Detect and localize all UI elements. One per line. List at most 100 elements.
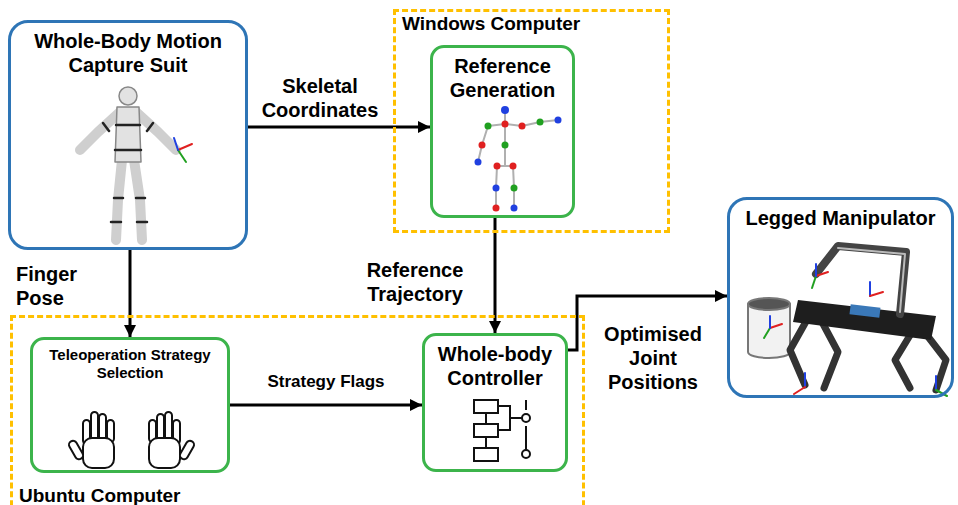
computer-region: Windows ComputerReference Generation: [393, 9, 670, 233]
axis-x: [770, 324, 782, 328]
connector-arrow: [129, 250, 132, 337]
edge-label: Finger Pose: [16, 262, 116, 310]
figure-leg: [134, 160, 142, 240]
strap: [103, 123, 109, 131]
icon-block: [474, 424, 498, 437]
axis-y: [178, 150, 186, 162]
strap: [115, 149, 141, 152]
edge-label: Optimised Joint Positions: [592, 322, 714, 394]
robot-payload: [850, 304, 881, 318]
axis-z: [869, 282, 871, 296]
suit-figure: [80, 87, 192, 240]
input-device-box: Whole-Body Motion Capture Suit: [8, 20, 248, 250]
cup-top: [748, 298, 790, 310]
icon-line: [525, 400, 527, 410]
thumb: [68, 439, 85, 460]
strap: [111, 221, 121, 224]
axis-z: [935, 376, 937, 390]
icon-line: [485, 437, 487, 448]
icon-line: [485, 413, 487, 424]
icon-block: [474, 448, 498, 461]
skeleton-joints: [475, 106, 562, 212]
joint: [502, 142, 509, 149]
box-title: Legged Manipulator: [730, 200, 951, 230]
connector-arrow: [230, 404, 422, 407]
joint: [511, 205, 518, 212]
axis-z: [174, 138, 178, 150]
joint: [493, 185, 500, 192]
icon-line: [525, 426, 527, 450]
strap: [137, 221, 147, 224]
process-box: Reference Generation: [430, 45, 575, 218]
robot-box: Legged Manipulator: [727, 197, 954, 398]
axis-x: [870, 292, 883, 296]
joint: [537, 119, 544, 126]
connector-arrow: [248, 126, 430, 129]
edge-label: Strategy Flags: [236, 372, 416, 392]
axis-x: [816, 272, 828, 276]
joint: [555, 117, 562, 124]
skeleton-figure: [478, 110, 558, 208]
joint: [511, 185, 518, 192]
figure-leg: [116, 160, 122, 240]
joint: [494, 163, 501, 170]
strap: [147, 123, 153, 131]
arm-highlight: [838, 248, 905, 312]
joint: [510, 163, 517, 170]
controller-icon: [474, 400, 530, 461]
robot-illustration: [748, 246, 947, 396]
axis-z: [769, 316, 771, 328]
figure-torso: [115, 107, 141, 162]
icon-node: [522, 450, 530, 458]
icon-block: [474, 400, 498, 413]
axis-z: [804, 373, 806, 387]
icon-node: [522, 414, 530, 422]
bone: [504, 110, 506, 165]
robot-arm: [816, 246, 906, 314]
cup: [748, 298, 790, 358]
robot-body: [793, 300, 936, 340]
box-title: Teleoperation Strategy Selection: [33, 340, 227, 382]
box-title: Whole-Body Motion Capture Suit: [11, 23, 245, 77]
joint: [493, 205, 500, 212]
strap: [116, 124, 140, 127]
axis-y: [764, 328, 770, 338]
axis-y: [812, 276, 816, 288]
region-heading: Windows Computer: [396, 12, 667, 36]
figure-head: [119, 87, 137, 105]
leg: [926, 334, 946, 390]
joint: [485, 123, 492, 130]
region-heading: Ubuntu Computer: [13, 484, 186, 505]
box-title: Reference Generation: [433, 48, 572, 102]
joint: [502, 121, 509, 128]
axis-z: [815, 264, 817, 276]
arm-link: [838, 248, 905, 312]
edge-label: Reference Trajectory: [350, 258, 480, 306]
leg: [822, 322, 838, 388]
computer-region: Ubuntu Computer Teleoperation Strategy Se…: [10, 315, 585, 505]
process-box: Teleoperation Strategy Selection: [30, 337, 230, 473]
figure-arm: [80, 112, 120, 150]
joint: [519, 123, 526, 130]
joint: [475, 159, 482, 166]
arm-link: [816, 246, 906, 314]
leg: [895, 332, 912, 388]
figure-straps: [103, 123, 153, 222]
strap: [136, 197, 145, 200]
hand-frame: [174, 138, 192, 162]
axis-x: [178, 144, 192, 150]
hand-icon: [149, 412, 195, 468]
palm: [149, 438, 180, 468]
edge-label: Skeletal Coordinates: [250, 74, 390, 122]
frames: [764, 264, 947, 396]
strap: [114, 197, 123, 200]
box-title: Whole-body Controller: [425, 336, 565, 390]
icon-line: [510, 417, 522, 419]
icon-line: [498, 406, 510, 430]
axis-x: [794, 387, 805, 394]
figure-arm: [136, 112, 176, 150]
hand-icon: [68, 412, 114, 468]
palm: [83, 438, 114, 468]
cup-body: [748, 304, 790, 358]
